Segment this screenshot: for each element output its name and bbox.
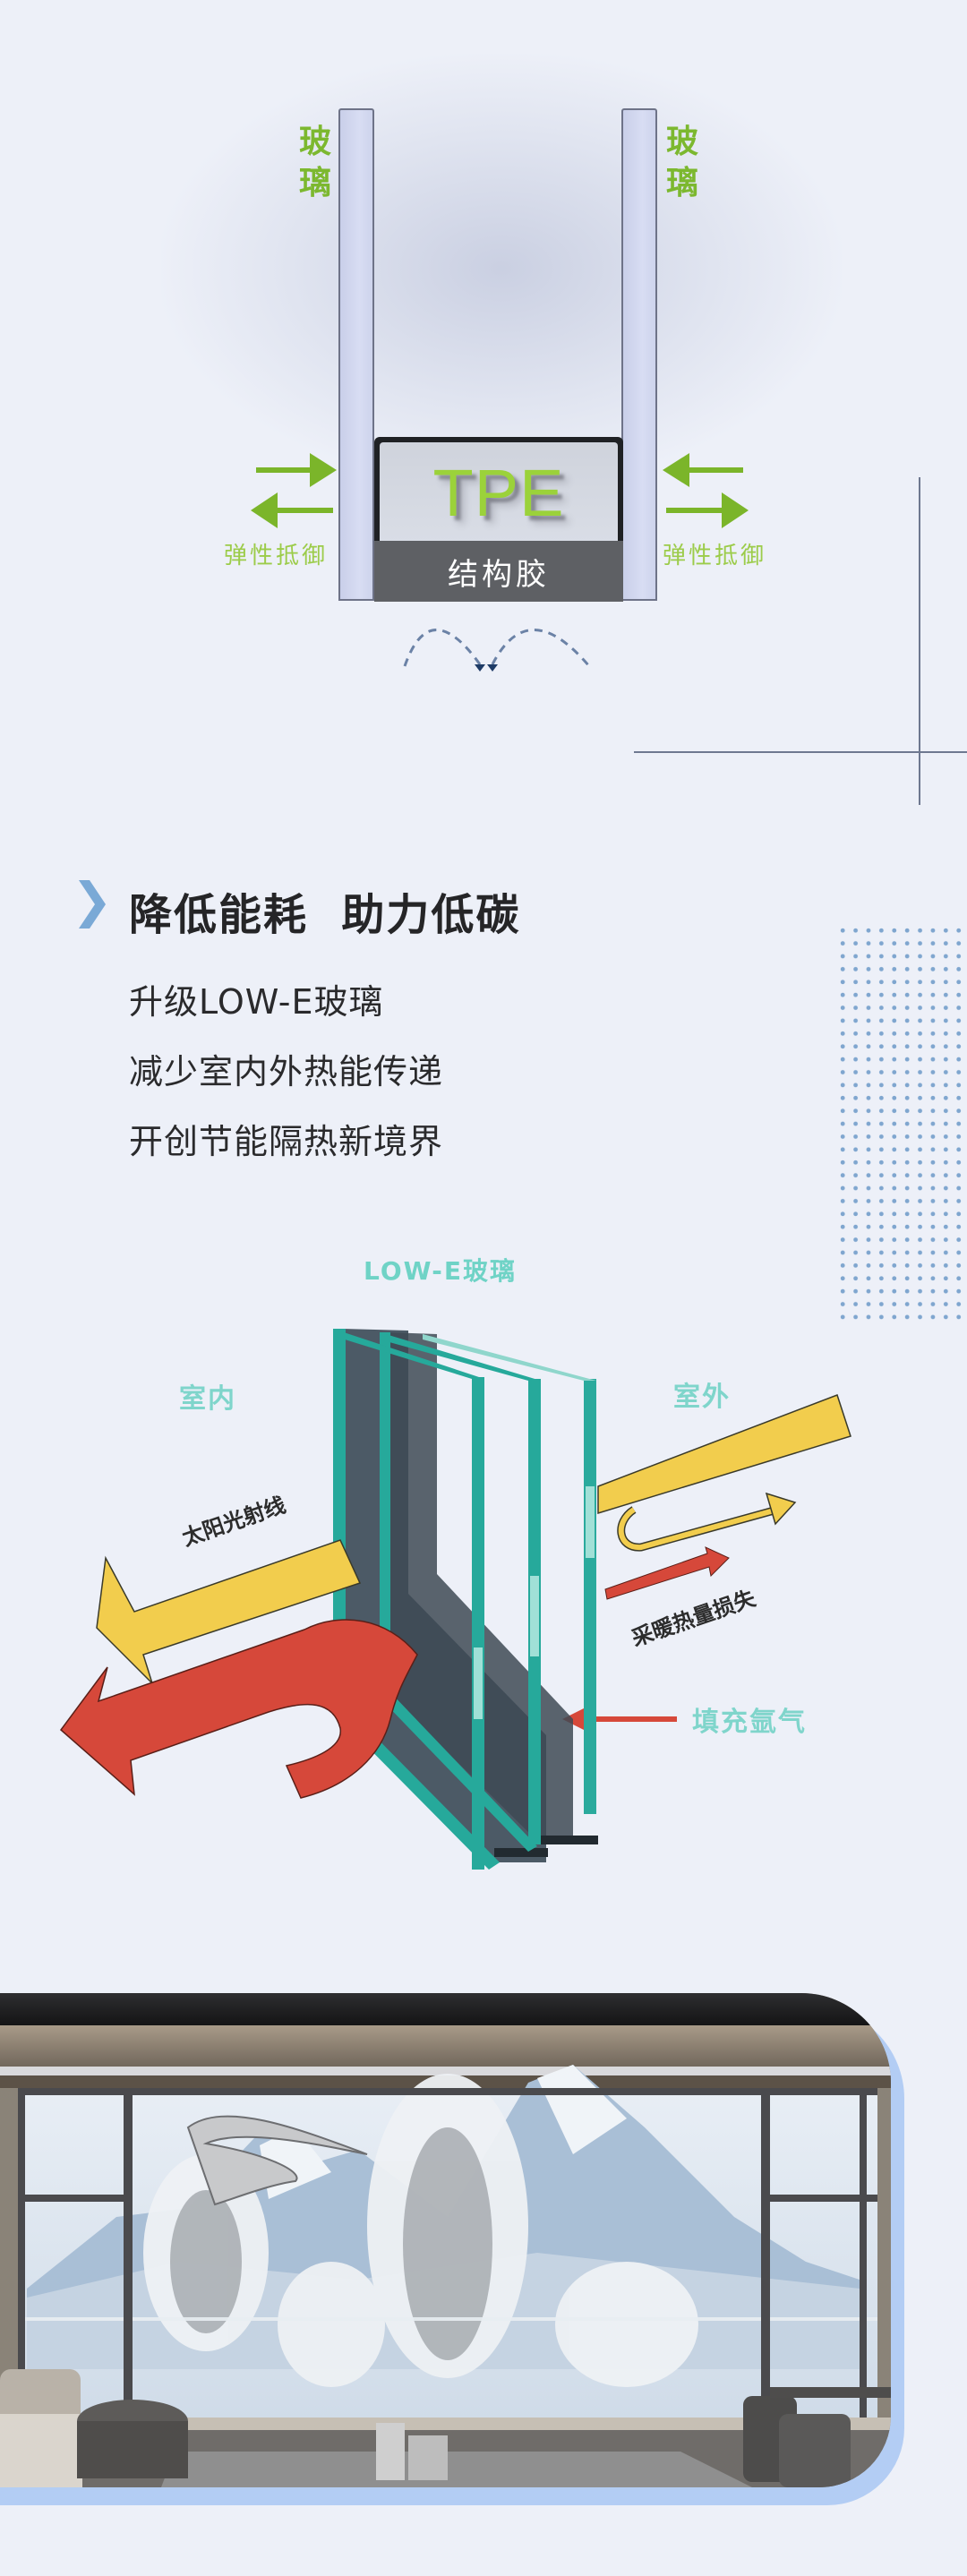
glass-label-left: 玻璃 (298, 124, 331, 201)
elastic-resist-label-right: 弹性抵御 (663, 543, 767, 569)
glass-label-right: 玻璃 (665, 124, 698, 201)
living-room-photo (0, 1993, 891, 2487)
argon-fill-label: 填充氩气 (692, 1707, 807, 1738)
lowe-glass-title: LOW-E玻璃 (364, 1256, 518, 1286)
dot-grid-decoration (836, 924, 967, 1327)
crosshair-horizontal-line (634, 751, 967, 753)
tpe-spacer-face: TPE (380, 442, 618, 543)
crosshair-vertical-line (919, 477, 920, 805)
lowe-glass-diagram (0, 1289, 967, 1902)
glass-pane-left (338, 108, 374, 601)
elastic-resist-label-left: 弹性抵御 (224, 543, 329, 569)
elastic-arrows-right-icon (661, 448, 750, 537)
tpe-spacer: TPE (374, 437, 623, 543)
sealant-label: 结构胶 (448, 556, 550, 593)
feature-line-1: 升级LOW-E玻璃 (129, 982, 384, 1022)
feature-line-3: 开创节能隔热新境界 (129, 1122, 444, 1161)
drip-arcs-icon (394, 602, 609, 677)
glass-pane-right (621, 108, 657, 601)
indoor-label: 室内 (179, 1383, 236, 1415)
chevron-right-icon (79, 880, 106, 932)
feature-line-2: 减少室内外热能传递 (129, 1052, 444, 1091)
elastic-arrows-left-icon (249, 448, 338, 537)
section-heading: 降低能耗 助力低碳 (129, 890, 521, 940)
outdoor-label: 室外 (673, 1382, 731, 1413)
structural-sealant: 结构胶 (374, 541, 623, 602)
tpe-label: TPE (432, 455, 565, 530)
background-glow (161, 54, 842, 484)
